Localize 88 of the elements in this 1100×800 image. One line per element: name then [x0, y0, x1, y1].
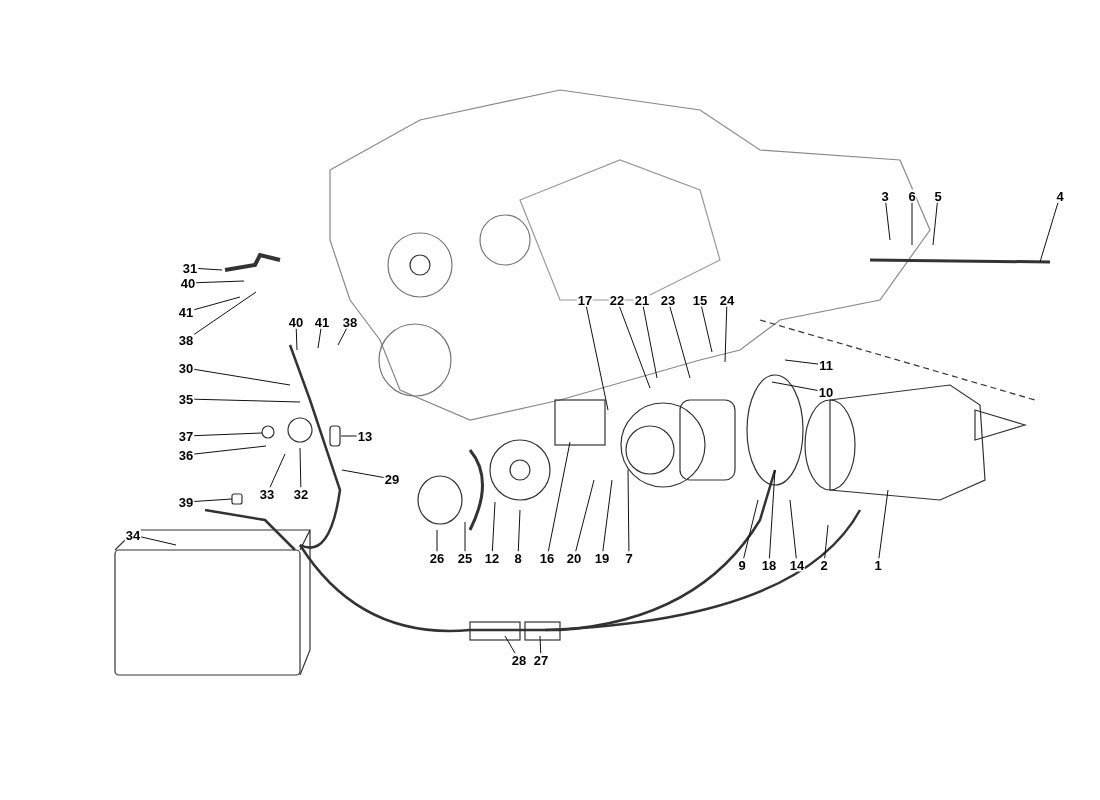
leader-line — [295, 328, 298, 351]
leader-line — [341, 469, 385, 478]
callout-number: 19 — [593, 551, 611, 565]
leader-line — [539, 635, 542, 654]
leader-line — [602, 479, 613, 552]
leader-line — [768, 469, 776, 559]
leader-line — [197, 268, 223, 271]
leader-line — [193, 296, 241, 311]
callout-number: 13 — [356, 429, 374, 443]
callout-number: 7 — [624, 551, 634, 565]
leader-line — [193, 398, 301, 403]
callout-number: 12 — [483, 551, 501, 565]
leader-line — [193, 368, 291, 386]
callout-number: 18 — [760, 558, 778, 572]
callout-number: 22 — [608, 293, 626, 307]
leader-line — [193, 445, 267, 455]
callout-number: 9 — [737, 558, 747, 572]
leader-line — [504, 635, 516, 654]
leader-line — [1039, 202, 1059, 263]
leader-line — [269, 453, 286, 488]
callout-number: 6 — [907, 189, 917, 203]
leader-line — [627, 469, 630, 552]
callout-number: 21 — [633, 293, 651, 307]
callout-number: 39 — [177, 495, 195, 509]
callout-number: 30 — [177, 361, 195, 375]
leader-line — [193, 432, 263, 437]
callout-number: 38 — [177, 333, 195, 347]
callout-number: 33 — [258, 487, 276, 501]
leader-line — [669, 306, 691, 379]
callout-number: 34 — [124, 528, 142, 542]
callout-number: 20 — [565, 551, 583, 565]
callout-number: 1 — [873, 558, 883, 572]
leader-line — [195, 280, 245, 284]
leader-line — [299, 447, 302, 488]
leader-line — [789, 499, 797, 559]
leader-line — [317, 328, 322, 349]
leader-line — [701, 306, 713, 353]
leader-line — [575, 479, 595, 552]
leader-line — [885, 202, 891, 241]
callout-number: 26 — [428, 551, 446, 565]
leader-line — [193, 291, 257, 335]
leader-line — [464, 521, 466, 552]
callout-number: 11 — [818, 358, 834, 372]
callout-number: 24 — [718, 293, 736, 307]
callout-number: 38 — [341, 315, 359, 329]
callout-number: 4 — [1055, 189, 1065, 203]
leader-line — [771, 381, 819, 391]
callout-number: 2 — [819, 558, 829, 572]
callout-number: 15 — [691, 293, 709, 307]
leader-line — [340, 435, 358, 437]
callout-number: 35 — [177, 392, 195, 406]
leader-line — [337, 328, 348, 346]
leader-line — [642, 306, 658, 379]
callout-number: 40 — [179, 276, 197, 290]
callout-number: 10 — [817, 385, 835, 399]
callout-number: 31 — [181, 261, 199, 275]
callout-number: 16 — [538, 551, 556, 565]
leader-line — [911, 202, 913, 246]
callout-number: 27 — [532, 653, 550, 667]
leader-line — [547, 441, 571, 552]
leader-line — [491, 501, 496, 552]
leader-line — [724, 306, 728, 363]
callout-number: 23 — [659, 293, 677, 307]
callout-number: 14 — [788, 558, 806, 572]
leader-line — [932, 202, 938, 246]
callout-number: 17 — [576, 293, 594, 307]
callout-number: 25 — [456, 551, 474, 565]
callout-number: 41 — [313, 315, 331, 329]
leader-line — [140, 536, 177, 546]
leader-line — [517, 509, 521, 552]
callout-number: 41 — [177, 305, 195, 319]
callout-number: 40 — [287, 315, 305, 329]
callout-number: 36 — [177, 448, 195, 462]
callout-number: 37 — [177, 429, 195, 443]
callout-number: 8 — [513, 551, 523, 565]
leader-line — [193, 498, 233, 502]
leader-line — [436, 529, 438, 552]
callout-number: 5 — [933, 189, 943, 203]
leader-line — [618, 306, 651, 389]
callout-number: 32 — [292, 487, 310, 501]
leader-line — [743, 499, 759, 559]
leader-line — [878, 489, 889, 559]
callout-number: 28 — [510, 653, 528, 667]
leader-line — [824, 524, 829, 559]
callout-number: 3 — [880, 189, 890, 203]
leader-line — [784, 359, 819, 365]
callout-number: 29 — [383, 472, 401, 486]
leader-line — [585, 306, 609, 411]
